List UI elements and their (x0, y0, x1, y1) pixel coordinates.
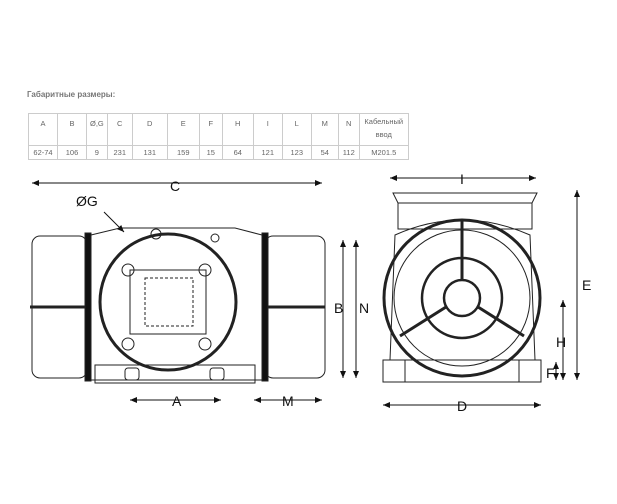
table-header-row: A B Ø,G C D E F H I L M N Кабельный ввод (28, 113, 409, 146)
table-row: 62-74 106 9 231 131 159 15 64 121 123 54… (28, 145, 409, 160)
value-cell: 54 (310, 145, 339, 160)
dimension-lines (32, 175, 580, 408)
header-cell: I (252, 113, 283, 146)
label-a: A (172, 393, 182, 409)
label-e: E (582, 277, 591, 293)
front-view (382, 192, 542, 383)
value-cell: 9 (86, 145, 108, 160)
section-title: Габаритные размеры: (27, 90, 116, 99)
value-cell: M201.5 (358, 145, 409, 160)
label-g: ØG (76, 193, 98, 209)
header-cell: F (198, 113, 223, 146)
value-cell: 106 (57, 145, 87, 160)
value-cell: 121 (252, 145, 283, 160)
label-d: D (457, 398, 467, 414)
value-cell: 64 (221, 145, 254, 160)
label-n: N (359, 300, 369, 316)
label-b: B (334, 300, 343, 316)
header-cell: Кабельный ввод (358, 113, 409, 146)
dimensions-table: A B Ø,G C D E F H I L M N Кабельный ввод… (28, 113, 409, 160)
label-f: F (546, 365, 555, 381)
label-i: I (460, 171, 464, 187)
label-h: H (556, 334, 566, 350)
label-c: C (170, 178, 180, 194)
side-view (30, 227, 326, 384)
value-cell: 62-74 (28, 145, 58, 160)
header-cell: L (281, 113, 312, 146)
label-m: M (282, 393, 294, 409)
value-cell: 159 (166, 145, 200, 160)
header-cell: B (57, 113, 87, 146)
